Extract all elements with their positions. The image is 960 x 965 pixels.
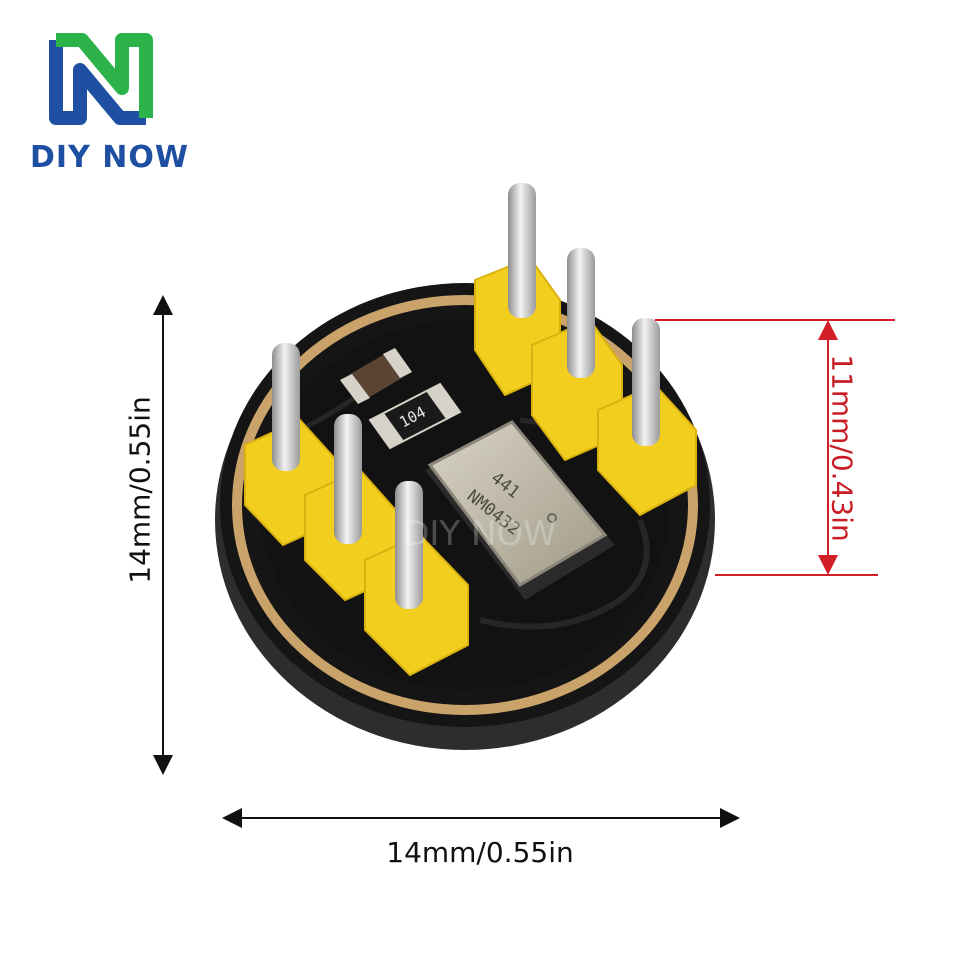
pin-right-3 <box>632 318 660 446</box>
width-label: 14mm/0.55in <box>386 836 574 869</box>
smd-capacitor <box>340 348 412 404</box>
pin-length-label: 11mm/0.43in <box>825 354 859 542</box>
pin-left-1 <box>272 343 300 471</box>
height-label: 14mm/0.55in <box>123 396 157 584</box>
pin-left-2 <box>334 414 362 544</box>
smd-resistor: 104 <box>368 382 462 450</box>
header-pins <box>272 183 660 609</box>
pin-left-3 <box>395 481 423 609</box>
pin-right-2 <box>567 248 595 378</box>
pin-length-dimension-line <box>655 319 895 576</box>
mems-microphone-chip: 441 NM0432 <box>425 420 615 600</box>
gold-ring-trace <box>232 295 698 715</box>
brand-name: DIY NOW <box>30 140 189 175</box>
diy-now-logo <box>49 33 153 125</box>
watermark: DIY NOW <box>403 514 557 554</box>
pin-right-1 <box>508 183 536 318</box>
